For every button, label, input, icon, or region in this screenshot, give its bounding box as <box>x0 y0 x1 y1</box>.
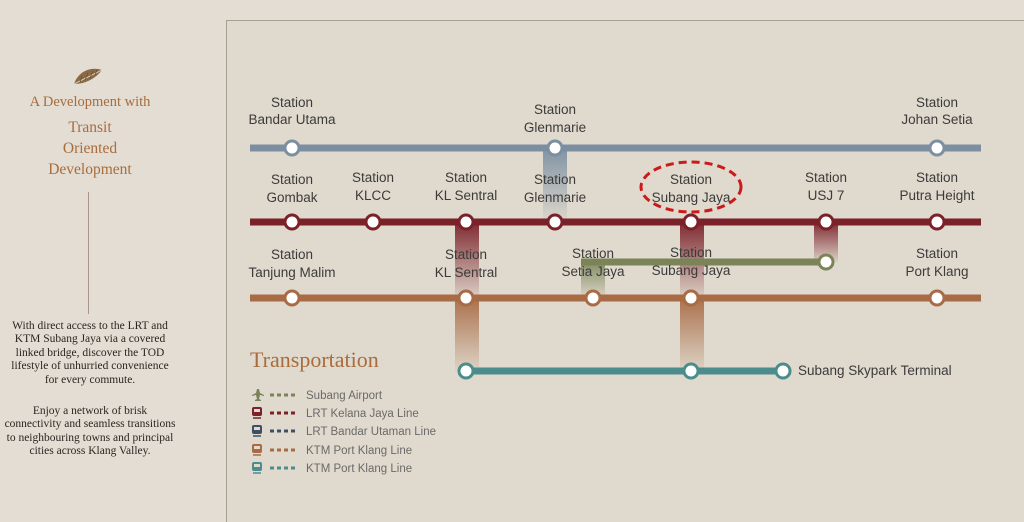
vertical-divider <box>88 192 89 314</box>
station-marker-gombak[interactable] <box>283 213 301 231</box>
station-label: Station <box>271 95 313 110</box>
legend-label: LRT Kelana Jaya Line <box>306 408 419 420</box>
station-marker-kl-sentral-ktm[interactable] <box>457 289 475 307</box>
heading-line-4: Development <box>48 161 132 178</box>
station-name: Subang Jaya <box>652 190 731 205</box>
station-label: Station <box>445 170 487 185</box>
legend-label: Subang Airport <box>306 390 383 402</box>
station-name: KL Sentral <box>435 188 498 203</box>
station-marker-glenmarie[interactable] <box>546 213 564 231</box>
station-marker-usj7[interactable] <box>817 213 835 231</box>
station-label: Station <box>916 170 958 185</box>
train-icon <box>252 425 262 437</box>
station-marker-klcc[interactable] <box>364 213 382 231</box>
station-name: Setia Jaya <box>561 264 625 279</box>
legend-item-ktm-port-klang: KTM Port Klang Line <box>252 444 412 457</box>
station-marker-johan-setia[interactable] <box>928 139 946 157</box>
connector-subang-jaya-skypark <box>680 298 704 371</box>
station-label: Station <box>916 246 958 261</box>
legend-label: KTM Port Klang Line <box>306 445 412 457</box>
station-name: KLCC <box>355 188 391 203</box>
station-label: Station <box>670 245 712 260</box>
legend-title: Transportation <box>250 347 379 372</box>
feather-leaf-icon <box>73 68 103 85</box>
station-label: Station <box>670 172 712 187</box>
station-label: Station <box>534 172 576 187</box>
network-paragraph: Enjoy a network of brisk connectivity an… <box>4 405 176 458</box>
station-labels: Station Bandar Utama Station Glenmarie S… <box>248 95 974 280</box>
highlight-subang-jaya <box>639 160 743 214</box>
station-name: Putra Height <box>899 188 974 203</box>
station-name: Bandar Utama <box>248 112 336 127</box>
station-marker-putra-height[interactable] <box>928 213 946 231</box>
station-name: Johan Setia <box>901 112 973 127</box>
station-label: Station <box>352 170 394 185</box>
connector-kl-sentral-skypark <box>455 298 479 371</box>
legend-label: KTM Port Klang Line <box>306 463 412 475</box>
intro-paragraph: With direct access to the LRT and KTM Su… <box>11 320 169 386</box>
station-marker-skypark-1[interactable] <box>457 362 475 380</box>
station-label: Station <box>534 102 576 117</box>
heading-line-2: Transit <box>68 119 112 136</box>
train-icon <box>252 462 262 474</box>
station-name: Gombak <box>266 190 317 205</box>
station-name: Glenmarie <box>524 190 586 205</box>
station-name: Glenmarie <box>524 120 586 135</box>
station-name: USJ 7 <box>808 188 845 203</box>
station-name: Tanjung Malim <box>248 265 335 280</box>
station-marker-setia-jaya[interactable] <box>584 289 602 307</box>
station-label: Station <box>805 170 847 185</box>
left-panel: A Development with Transit Oriented Deve… <box>0 0 178 521</box>
station-marker-bandar-utama[interactable] <box>283 139 301 157</box>
heading-line-3: Oriented <box>62 140 118 157</box>
legend-item-subang-airport: Subang Airport <box>252 389 383 402</box>
station-marker-glenmarie-top[interactable] <box>546 139 564 157</box>
transit-map-panel <box>226 20 1024 522</box>
station-marker-tanjung-malim[interactable] <box>283 289 301 307</box>
legend-item-bandar-utama: LRT Bandar Utaman Line <box>252 425 436 438</box>
train-icon <box>252 407 262 419</box>
station-label: Station <box>271 172 313 187</box>
airplane-icon <box>252 389 264 401</box>
station-label: Station <box>445 247 487 262</box>
station-marker-kl-sentral[interactable] <box>457 213 475 231</box>
legend-label: LRT Bandar Utaman Line <box>306 426 436 438</box>
station-marker-skypark-terminal[interactable] <box>774 362 792 380</box>
legend-item-kelana-jaya: LRT Kelana Jaya Line <box>252 407 419 420</box>
station-marker-airport-end[interactable] <box>817 253 835 271</box>
station-marker-subang-jaya-ktm[interactable] <box>682 289 700 307</box>
station-name: KL Sentral <box>435 265 498 280</box>
heading-line-1: A Development with <box>29 94 151 110</box>
station-markers <box>283 139 946 380</box>
station-label: Station <box>572 246 614 261</box>
connector-kl-sentral <box>455 222 479 298</box>
station-name: Subang Jaya <box>652 263 731 278</box>
train-icon <box>252 444 262 456</box>
skypark-terminal-label: Subang Skypark Terminal <box>798 363 952 378</box>
station-label: Station <box>916 95 958 110</box>
station-marker-subang-jaya[interactable] <box>682 213 700 231</box>
connector-glenmarie <box>543 148 567 220</box>
station-name: Port Klang <box>905 264 968 279</box>
legend-item-ktm-port-klang-2: KTM Port Klang Line <box>252 462 412 475</box>
station-marker-skypark-2[interactable] <box>682 362 700 380</box>
station-label: Station <box>271 247 313 262</box>
station-marker-port-klang[interactable] <box>928 289 946 307</box>
